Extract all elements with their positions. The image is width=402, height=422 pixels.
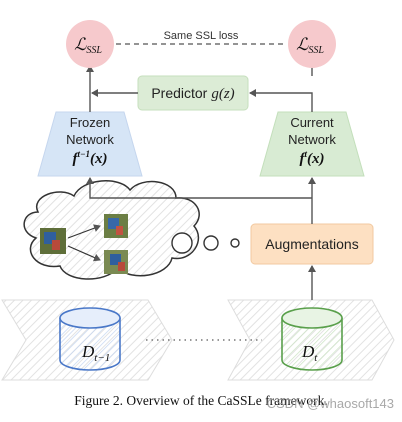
watermark: CSDN @whaosoft143 — [266, 396, 394, 411]
frozen-math: ft−1(x) — [73, 149, 108, 167]
loss-left-label: ℒSSL — [74, 35, 102, 56]
loss-right: ℒSSL — [288, 20, 336, 68]
augmentations-box: Augmentations — [250, 223, 374, 265]
loss-right-label: ℒSSL — [296, 35, 324, 56]
figure-caption: Figure 2. Overview of the CaSSLe framewo… — [74, 393, 328, 408]
current-math: ft(x) — [299, 149, 324, 167]
current-label-line2: Network — [288, 132, 336, 147]
database-current: Dt — [281, 307, 343, 371]
thought-bubble-large — [171, 232, 193, 254]
thought-bubble-small — [230, 238, 240, 248]
thought-cloud — [23, 180, 200, 280]
current-network: Current Network ft(x) — [259, 111, 365, 177]
same-loss-label: Same SSL loss — [164, 30, 239, 42]
arrow-current-to-predictor — [249, 89, 313, 112]
frozen-network: Frozen Network ft−1(x) — [37, 111, 143, 177]
database-prev: Dt−1 — [59, 307, 121, 371]
data-prev-label: Dt−1 — [81, 342, 110, 364]
frozen-label-line1: Frozen — [70, 115, 110, 130]
arrow-augment-to-frozen — [86, 177, 312, 199]
thought-bubble-medium — [203, 235, 219, 251]
frozen-label-line2: Network — [66, 132, 114, 147]
augmentations-label: Augmentations — [265, 236, 358, 252]
current-label-line1: Current — [290, 115, 334, 130]
data-current-label: Dt — [301, 342, 318, 364]
loss-left: ℒSSL — [66, 20, 114, 68]
